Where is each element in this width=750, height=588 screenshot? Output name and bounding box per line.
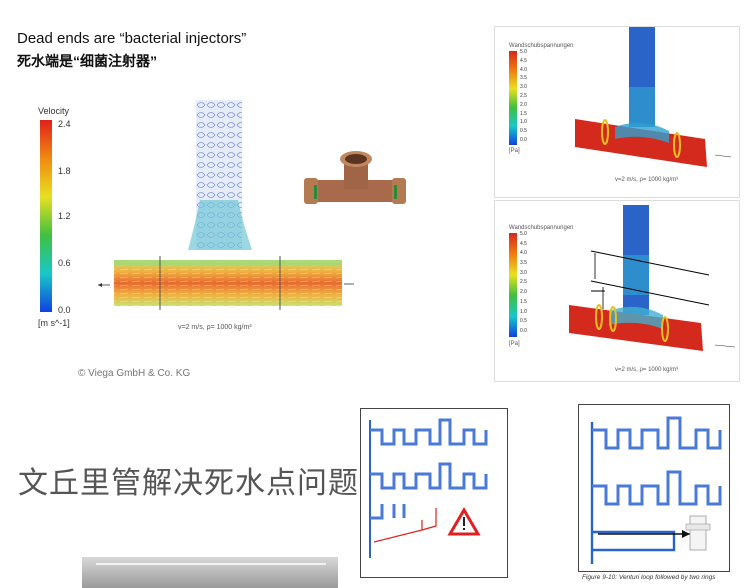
colorbar-tick: 4.0 (520, 66, 527, 73)
colorbar-tick: 3.5 (520, 260, 527, 267)
colorbar-tick: 1.0 (520, 308, 527, 315)
colorbar-tick: 0.0 (520, 136, 527, 143)
section-heading: 文丘里管解决死水点问题 (18, 467, 359, 500)
colorbar-ticks: 5.0 4.5 4.0 3.5 3.0 2.5 2.0 1.5 1.0 0.5 … (520, 231, 540, 341)
simulation-caption: v=2 m/s, ρ= 1000 kg/m³ (615, 367, 679, 373)
simulation-caption: v=2 m/s, ρ= 1000 kg/m³ (615, 177, 679, 183)
venturi-loop-piping-diagram (578, 404, 730, 572)
colorbar-tick: 2.4 (58, 119, 71, 129)
colorbar-tick: 1.8 (58, 166, 71, 176)
colorbar-tick: 1.5 (520, 110, 527, 117)
colorbar-tick: 4.0 (520, 250, 527, 257)
shear-colorbar (509, 233, 517, 337)
shear-stress-tee-model (575, 27, 732, 167)
colorbar-tick: 1.5 (520, 298, 527, 305)
figure-caption: Figure 9-10: Venturi loop followed by tw… (582, 574, 716, 581)
dead-end-piping-diagram (360, 408, 508, 578)
tee-fitting-image (304, 151, 406, 204)
colorbar-tick: 5.0 (520, 49, 527, 55)
velocity-colorbar (40, 120, 52, 312)
copyright-credit: © Viega GmbH & Co. KG (78, 368, 191, 379)
shear-stress-panel-top: Wandschubspannungen 5.0 4.5 4.0 3.5 3.0 … (494, 26, 740, 198)
colorbar-title: Wandschubspannungen (509, 225, 574, 231)
shear-stress-tee-model (569, 205, 736, 351)
colorbar-title: Wandschubspannungen (509, 43, 574, 49)
colorbar-tick: 4.5 (520, 240, 527, 247)
colorbar-unit: [Pa] (509, 148, 520, 154)
colorbar-title: Velocity (38, 106, 70, 116)
colorbar-tick: 0.5 (520, 128, 527, 135)
colorbar-tick: 0.0 (58, 305, 71, 315)
shear-stress-panel-bottom: Wandschubspannungen 5.0 4.5 4.0 3.5 3.0 … (494, 200, 740, 382)
colorbar-tick: 2.5 (520, 92, 527, 99)
colorbar-tick: 1.0 (520, 119, 527, 126)
colorbar-tick: 2.0 (520, 289, 527, 296)
colorbar-tick: 5.0 (520, 231, 527, 237)
colorbar-tick: 3.0 (520, 269, 527, 276)
colorbar-tick: 1.2 (58, 211, 71, 221)
colorbar-tick: 3.5 (520, 75, 527, 82)
colorbar-unit: [Pa] (509, 341, 520, 347)
colorbar-unit: [m s^-1] (38, 318, 70, 328)
colorbar-ticks: 5.0 4.5 4.0 3.5 3.0 2.5 2.0 1.5 1.0 0.5 … (520, 49, 540, 149)
colorbar-tick: 0.6 (58, 258, 71, 268)
tee-flow-visualization (98, 100, 354, 310)
colorbar-tick: 0.5 (520, 318, 527, 325)
colorbar-tick: 3.0 (520, 84, 527, 91)
colorbar-tick: 2.5 (520, 279, 527, 286)
colorbar-tick: 4.5 (520, 57, 527, 64)
slide-title-english: Dead ends are “bacterial injectors” (17, 30, 247, 47)
slide-title-chinese: 死水端是“细菌注射器” (17, 53, 157, 69)
velocity-simulation-figure: Velocity 2.4 1.8 1.2 0.6 0.0 [m s^-1] (36, 100, 356, 350)
shear-colorbar (509, 51, 517, 145)
colorbar-tick: 2.0 (520, 101, 527, 108)
colorbar-tick: 0.0 (520, 327, 527, 334)
cropped-photo (82, 557, 338, 588)
simulation-caption: v=2 m/s, ρ= 1000 kg/m³ (178, 324, 252, 331)
